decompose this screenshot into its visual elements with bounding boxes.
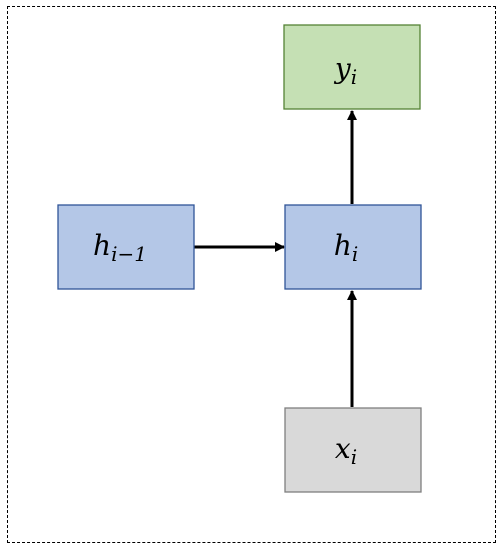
node-h-label: hi — [334, 229, 358, 266]
node-h-prev: hi−1 — [57, 204, 195, 290]
node-y-label: yi — [333, 52, 357, 89]
node-x-box — [284, 407, 422, 493]
node-y: yi — [283, 24, 421, 110]
node-h-prev-box — [57, 204, 195, 290]
diagram-frame — [7, 6, 496, 543]
node-h-prev-label: hi−1 — [93, 229, 147, 266]
node-h-box — [284, 204, 422, 290]
node-x: xi — [284, 407, 422, 493]
node-y-box — [283, 24, 421, 110]
node-h: hi — [284, 204, 422, 290]
node-x-label: xi — [335, 432, 357, 469]
